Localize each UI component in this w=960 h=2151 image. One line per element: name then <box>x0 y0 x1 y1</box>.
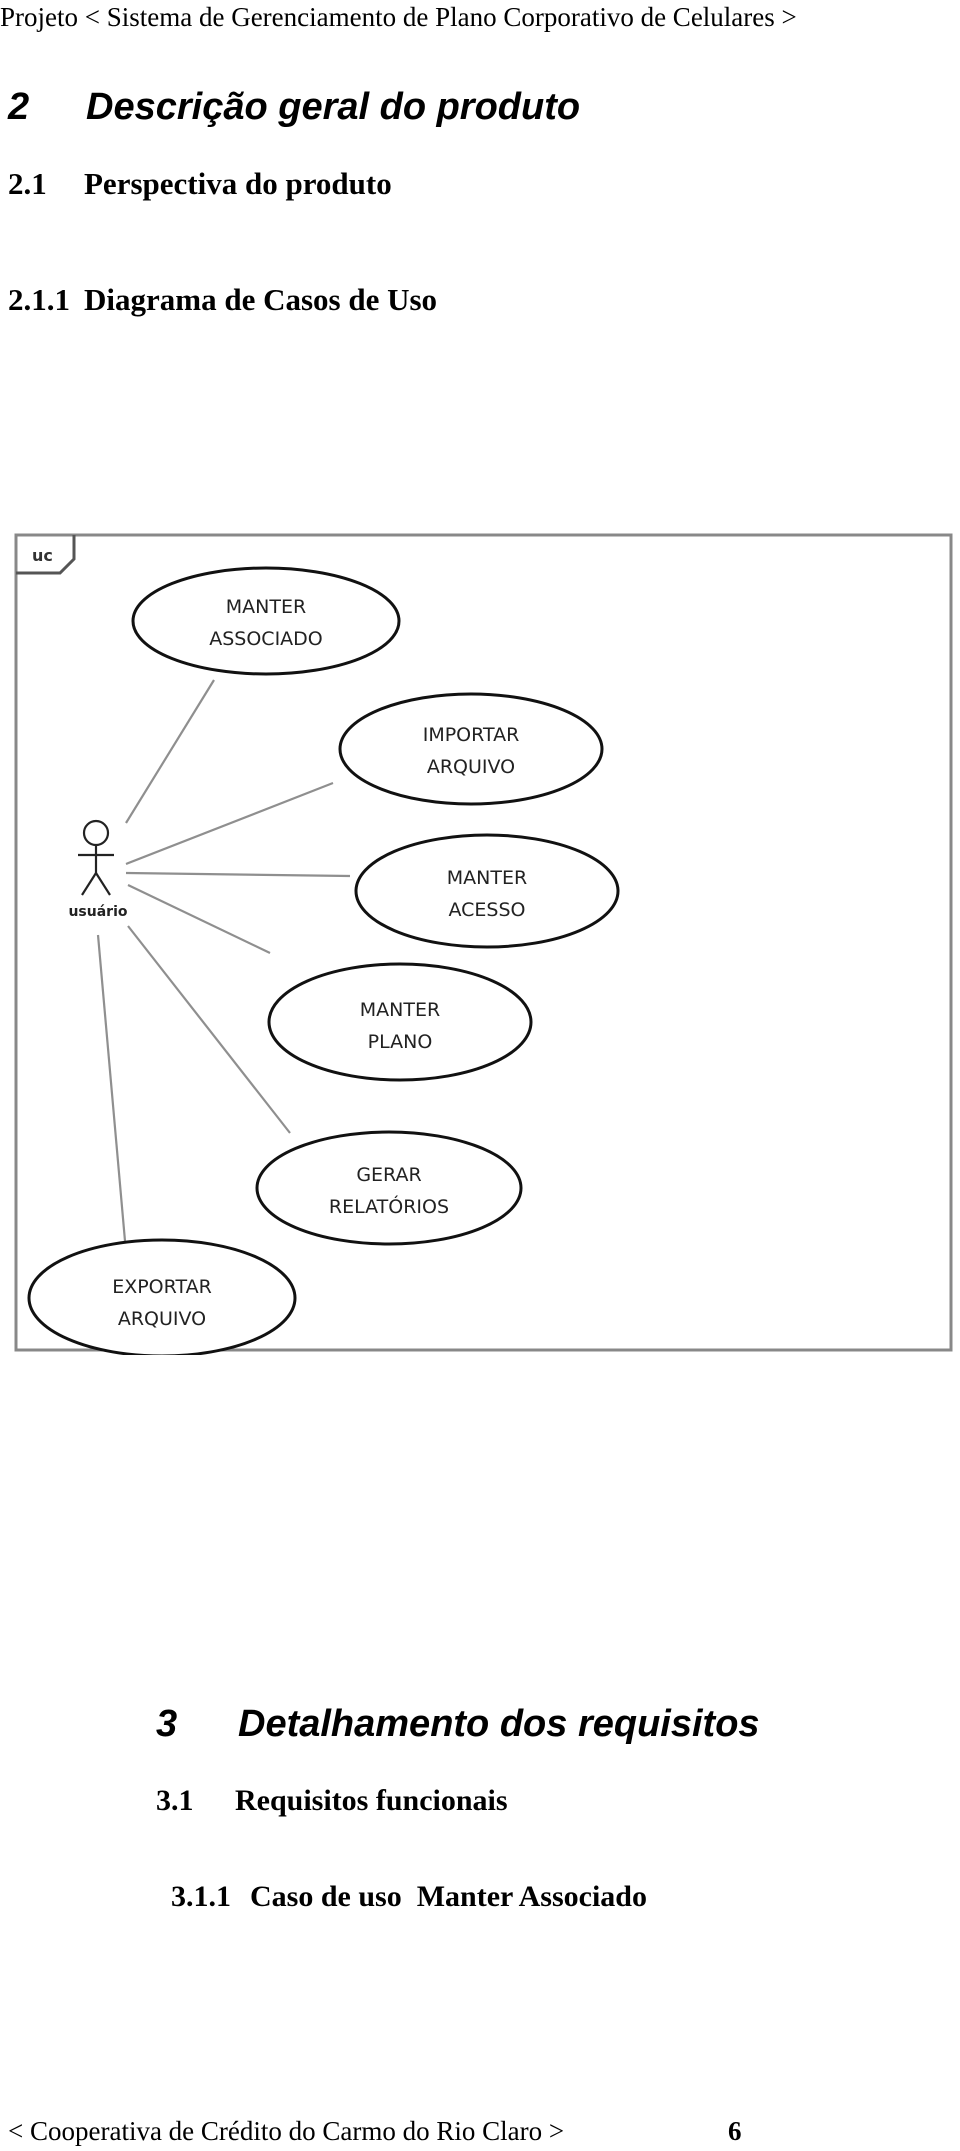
use-case-gerar-relatorios: GERAR RELATÓRIOS <box>255 1130 523 1246</box>
use-case-label-line1: MANTER <box>226 596 306 618</box>
use-case-importar-arquivo: IMPORTAR ARQUIVO <box>338 692 604 806</box>
section-number: 2.1 <box>8 166 47 201</box>
use-case-exportar-arquivo: EXPORTAR ARQUIVO <box>27 1238 297 1355</box>
section-title: Descrição geral do produto <box>86 86 581 128</box>
use-case-label-line2: ARQUIVO <box>427 756 515 778</box>
section-3-1-heading: 3.1 Requisitos funcionais <box>156 1784 508 1818</box>
association-line <box>127 925 291 1134</box>
section-number: 3.1.1 <box>171 1880 231 1913</box>
section-2-1-1-heading: 2.1.1 Diagrama de Casos de Uso <box>8 282 437 318</box>
use-case-label-line2: PLANO <box>368 1031 433 1053</box>
use-case-manter-associado: MANTER ASSOCIADO <box>131 566 401 676</box>
running-header: Projeto < Sistema de Gerenciamento de Pl… <box>0 2 797 32</box>
use-case-label-line2: ASSOCIADO <box>209 628 323 650</box>
use-case-label-line1: GERAR <box>356 1164 421 1186</box>
frame-label-tab <box>16 535 76 575</box>
association-line <box>127 884 271 954</box>
actor-head <box>82 819 110 847</box>
section-title: Perspectiva do produto <box>84 166 392 201</box>
use-case-label-line1: MANTER <box>360 999 440 1021</box>
diagram-frame <box>14 533 953 1352</box>
use-case-diagram: uc usuário MANTER ASSOCIADO IMPORTAR ARQ… <box>14 533 953 1355</box>
use-case-manter-acesso: MANTER ACESSO <box>354 833 620 949</box>
section-number: 3.1 <box>156 1784 194 1817</box>
association-line <box>96 934 127 1242</box>
section-3-1-1-heading: 3.1.1 Caso de uso Manter Associado <box>156 1846 647 1914</box>
section-title: Detalhamento dos requisitos <box>238 1703 760 1745</box>
association-line <box>125 871 351 878</box>
section-number: 2.1.1 <box>8 282 70 317</box>
use-case-label-line1: EXPORTAR <box>112 1276 212 1298</box>
actor-right-leg <box>95 872 111 896</box>
actor-name: usuário <box>68 904 127 920</box>
section-2-heading: 2 Descrição geral do produto <box>8 86 580 129</box>
section-2-1-heading: 2.1 Perspectiva do produto <box>8 166 392 202</box>
association-line <box>125 781 334 866</box>
section-title: Caso de uso Manter Associado <box>250 1880 647 1913</box>
page-number: 6 <box>728 2116 742 2146</box>
frame-label: uc <box>32 546 53 565</box>
section-title: Requisitos funcionais <box>235 1784 508 1817</box>
section-number: 2 <box>8 86 30 128</box>
use-case-label-line1: MANTER <box>447 867 527 889</box>
associations <box>96 679 351 1242</box>
use-case-label-line1: IMPORTAR <box>423 724 520 746</box>
use-case-manter-plano: MANTER PLANO <box>267 962 533 1082</box>
use-case-label-line2: ACESSO <box>448 899 525 921</box>
actor-stick-figure <box>78 819 114 896</box>
section-3-heading: 3 Detalhamento dos requisitos <box>156 1703 760 1746</box>
use-case-label-line2: RELATÓRIOS <box>329 1194 449 1218</box>
use-case-label-line2: ARQUIVO <box>118 1308 206 1330</box>
running-footer: < Cooperativa de Crédito do Carmo do Rio… <box>8 2116 565 2146</box>
section-title: Diagrama de Casos de Uso <box>84 282 438 317</box>
actor-left-leg <box>81 872 97 896</box>
association-line <box>125 679 215 824</box>
section-number: 3 <box>156 1703 178 1745</box>
